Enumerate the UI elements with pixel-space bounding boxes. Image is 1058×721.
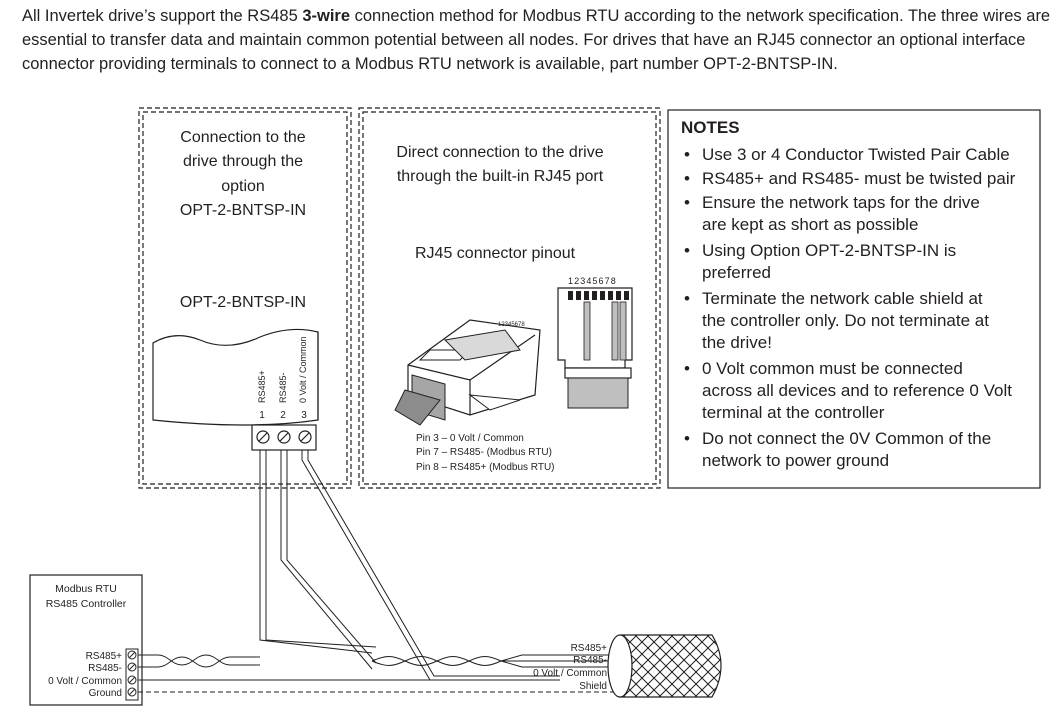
intro-text-1: All Invertek drive’s support the RS485 <box>22 7 303 25</box>
rj45-front-view-icon: 12345678 <box>557 276 633 409</box>
controller-title-line-2: RS485 Controller <box>46 598 127 610</box>
terminal-name-2: RS485- <box>278 372 288 403</box>
note-item-4-line-2: preferred <box>702 263 771 282</box>
rj45-box: Direct connection to the drive through t… <box>358 107 661 489</box>
screw-terminal-2 <box>277 430 291 444</box>
option-title-line-4: OPT-2-BNTSP-IN <box>180 202 306 219</box>
controller-terminal-2: RS485- <box>88 663 122 674</box>
note-item-5-line-3: the drive! <box>702 333 772 352</box>
note-bullet: • <box>684 289 690 308</box>
notes-title: NOTES <box>681 118 740 137</box>
rj45-title-line-2: through the built-in RJ45 port <box>397 168 604 185</box>
cable-label-1: RS485+ <box>571 643 608 654</box>
screw-terminal-1 <box>256 430 270 444</box>
option-title-line-1: Connection to the <box>180 129 306 146</box>
rj45-title-line-1: Direct connection to the drive <box>396 144 603 161</box>
cable-label-3: 0 Volt / Common <box>533 668 607 679</box>
option-title-line-3: option <box>221 178 265 195</box>
note-bullet: • <box>684 193 690 212</box>
cable-label-4: Shield <box>579 681 607 692</box>
rj45-plug-icon: 12345678 <box>394 319 541 426</box>
terminal-number-2: 2 <box>280 410 286 421</box>
note-item-2-line-1: RS485+ and RS485- must be twisted pair <box>702 169 1016 188</box>
notes-box: NOTES • Use 3 or 4 Conductor Twisted Pair… <box>667 109 1041 489</box>
note-item-1-line-1: Use 3 or 4 Conductor Twisted Pair Cable <box>702 145 1010 164</box>
intro-paragraph: All Invertek drive’s support the RS485 3… <box>22 4 1052 76</box>
rj45-pin-numbers: 12345678 <box>568 276 617 286</box>
option-title-line-2: drive through the <box>183 153 303 170</box>
note-bullet: • <box>684 429 690 448</box>
rj45-pin-3: Pin 3 – 0 Volt / Common <box>416 433 524 444</box>
note-item-5-line-1: Terminate the network cable shield at <box>702 289 983 308</box>
note-item-7-line-2: network to power ground <box>702 451 889 470</box>
note-bullet: • <box>684 359 690 378</box>
terminal-number-1: 1 <box>259 410 265 421</box>
note-item-6-line-1: 0 Volt common must be connected <box>702 359 963 378</box>
note-item-3-line-2: are kept as short as possible <box>702 215 918 234</box>
rj45-pin-7: Pin 7 – RS485- (Modbus RTU) <box>416 447 552 458</box>
svg-text:12345678: 12345678 <box>498 322 525 328</box>
rj45-pin-8: Pin 8 – RS485+ (Modbus RTU) <box>416 462 555 473</box>
twisted-pairs <box>138 654 620 681</box>
controller-terminal-4: Ground <box>89 688 122 699</box>
network-cable: RS485+ RS485- 0 Volt / Common Shield <box>533 634 722 698</box>
intro-bold: 3-wire <box>302 7 351 25</box>
controller-terminal-1: RS485+ <box>86 651 123 662</box>
option-module-label: OPT-2-BNTSP-IN <box>180 294 306 311</box>
controller-box: Modbus RTU RS485 Controller RS485+ RS485… <box>29 574 143 706</box>
terminal-number-3: 3 <box>301 410 307 421</box>
controller-terminal-3: 0 Volt / Common <box>48 676 122 687</box>
terminal-name-3: 0 Volt / Common <box>298 336 308 403</box>
controller-title-line-1: Modbus RTU <box>55 583 117 595</box>
note-bullet: • <box>684 241 690 260</box>
terminal-name-1: RS485+ <box>257 370 267 403</box>
screw-terminal-3 <box>298 430 312 444</box>
notes-list: • Use 3 or 4 Conductor Twisted Pair Cable… <box>684 145 1016 470</box>
drive-wires <box>259 450 560 681</box>
option-module-body <box>152 328 319 426</box>
note-item-5-line-2: the controller only. Do not terminate at <box>702 311 989 330</box>
note-item-3-line-1: Ensure the network taps for the drive <box>702 193 980 212</box>
note-item-6-line-2: across all devices and to reference 0 Vo… <box>702 381 1012 400</box>
note-item-7-line-1: Do not connect the 0V Common of the <box>702 429 991 448</box>
note-bullet: • <box>684 145 690 164</box>
rj45-pinout-title: RJ45 connector pinout <box>415 245 576 262</box>
note-item-4-line-1: Using Option OPT-2-BNTSP-IN is <box>702 241 956 260</box>
option-box: Connection to the drive through the opti… <box>138 107 352 489</box>
intro-text-2: connection method for Modbus RTU accordi… <box>22 7 1051 73</box>
note-item-6-line-3: terminal at the controller <box>702 403 885 422</box>
cable-label-2: RS485- <box>573 655 607 666</box>
note-bullet: • <box>684 169 690 188</box>
controller-terminal-strip <box>125 648 139 701</box>
